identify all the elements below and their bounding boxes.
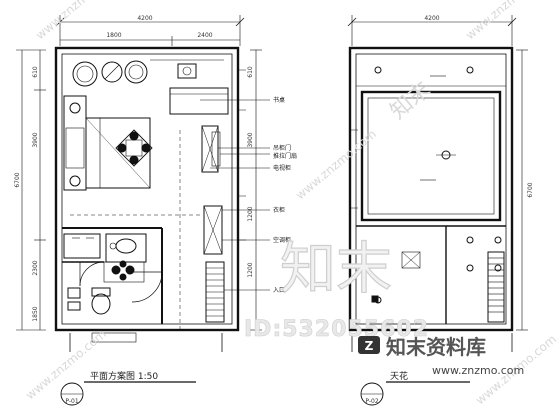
ceiling-plan	[347, 15, 528, 406]
floor-plan	[16, 15, 270, 406]
annotation-cabinet-door: 吊柜门	[273, 144, 291, 152]
plan-right-dim-2: 3900	[247, 132, 254, 147]
watermark-chars-center: 知末	[280, 237, 392, 302]
annotation-entrance: 入口	[273, 287, 285, 294]
plan-left-dim-3: 6700	[14, 172, 21, 187]
plan-left-dim-2: 3900	[32, 132, 39, 147]
plan-left-dim-4: 2300	[32, 260, 39, 275]
ceiling-top-dimension: 4200	[424, 15, 439, 22]
watermark-url-bottom-left: www.znzmo.com	[23, 327, 109, 402]
plan-title: 平面方案图 1:50	[90, 370, 158, 382]
ceiling-right-dimension: 6700	[527, 182, 534, 197]
plan-right-dim-1: 610	[247, 66, 254, 78]
plan-left-dim-1: 610	[32, 66, 39, 78]
plan-top-sub-dim-1: 1800	[106, 32, 121, 39]
annotation-tv-cabinet: 电视柜	[273, 164, 291, 172]
watermark-chars-right: 知末	[386, 77, 436, 124]
annotation-sliding-door: 推拉门扇	[273, 152, 297, 160]
ceiling-title: 天花	[390, 370, 408, 382]
brand-name: 知末资料库	[386, 335, 486, 359]
annotation-wardrobe: 衣柜	[273, 206, 285, 214]
annotation-ac-cabinet: 空调柜	[273, 236, 291, 244]
plan-left-dim-5: 1850	[32, 306, 39, 321]
brand-url: www.znzmo.com	[432, 364, 524, 377]
plan-top-sub-dim-2: 2400	[197, 32, 212, 39]
plan-right-dim-4: 1200	[247, 262, 254, 277]
watermark-url-middle: www.znzmo.com	[293, 127, 379, 202]
plan-top-dimension: 4200	[137, 15, 152, 22]
plan-right-dim-3: 1200	[247, 206, 254, 221]
ceiling-sheet-tag: P-02	[365, 398, 378, 405]
brand-logo: Z	[358, 336, 380, 354]
svg-text:Z: Z	[365, 339, 374, 353]
plan-sheet-tag: P-01	[65, 398, 78, 405]
watermark-id: ID:532055602	[244, 317, 429, 342]
annotation-desk: 书桌	[273, 96, 285, 104]
watermark-url-top-right: www.znzmo.com	[463, 0, 549, 42]
